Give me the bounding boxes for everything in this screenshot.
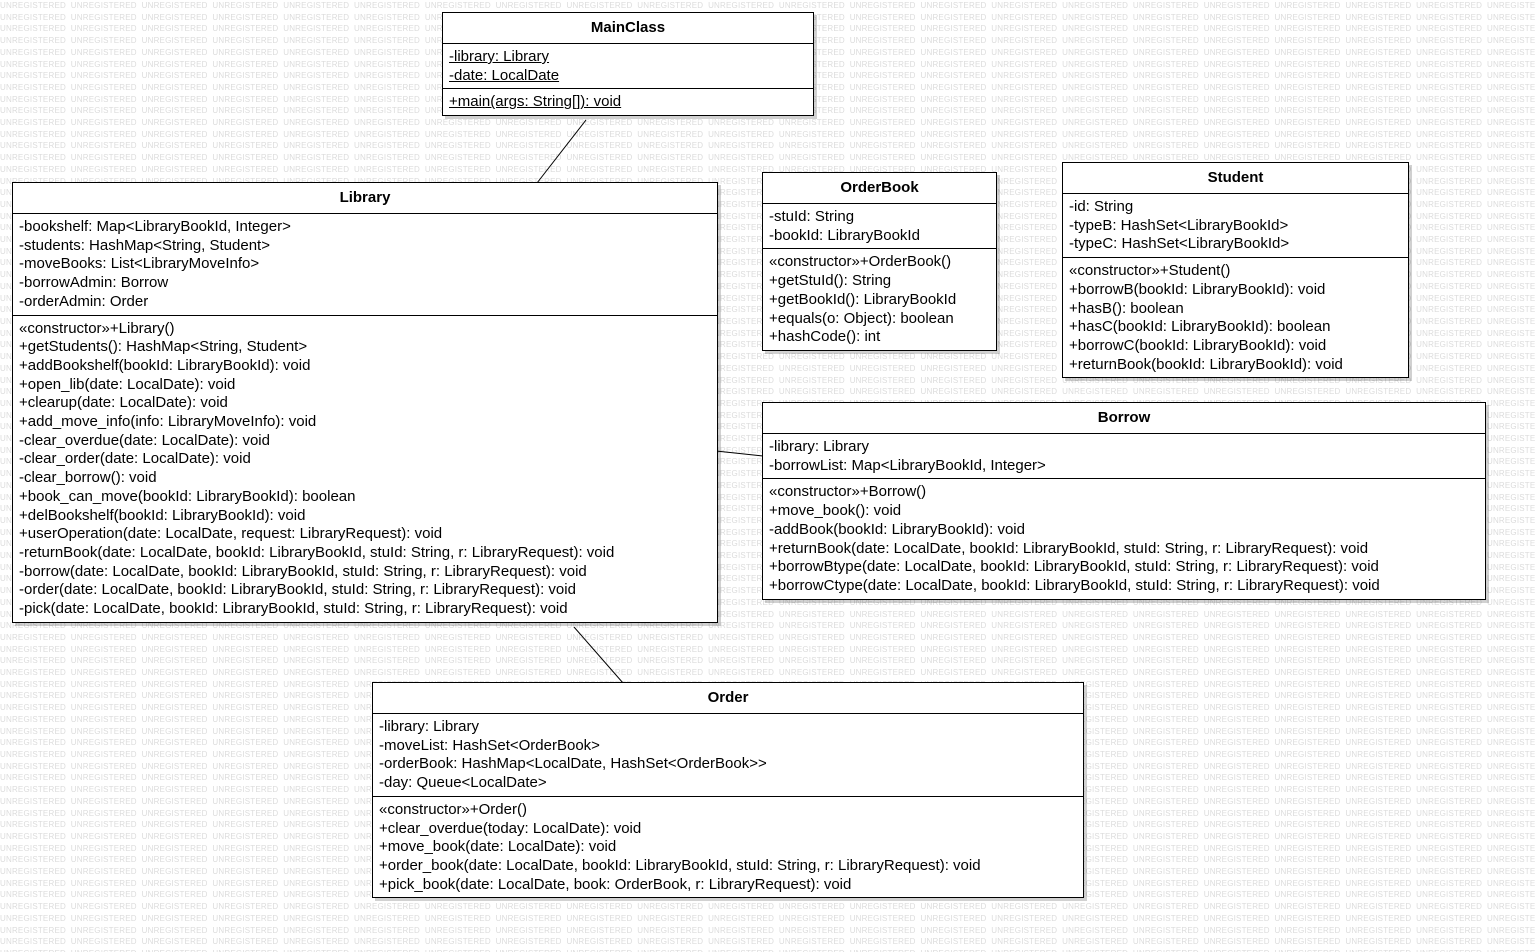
operation: +returnBook(date: LocalDate, bookId: Lib… [769,539,1369,557]
attribute: -moveList: HashSet<OrderBook> [379,736,600,754]
operation: +hasC(bookId: LibraryBookId): boolean [1069,318,1331,336]
operation: +addBookshelf(bookId: LibraryBookId): vo… [19,356,311,374]
attribute: -library: Library [769,438,870,455]
attribute: -borrowList: Map<LibraryBookId, Integer> [769,456,1046,474]
operations-compartment: «constructor»+Borrow() +move_book(): voi… [763,479,1485,598]
class-orderbook[interactable]: OrderBook -stuId: String -bookId: Librar… [762,172,997,351]
attribute: -moveBooks: List<LibraryMoveInfo> [19,255,260,273]
operation: «constructor»+Student() [1069,262,1231,280]
attributes-compartment: -library: Library -date: LocalDate [443,44,813,90]
operation: +book_can_move(bookId: LibraryBookId): b… [19,487,356,505]
association-library-order [573,626,624,684]
attribute: -typeC: HashSet<LibraryBookId> [1069,235,1290,253]
attribute: -bookshelf: Map<LibraryBookId, Integer> [19,218,291,235]
attribute: -library: Library [379,718,480,735]
operation: +borrowB(bookId: LibraryBookId): void [1069,280,1326,298]
operation: «constructor»+Order() [379,800,527,818]
attribute: -orderAdmin: Order [19,292,149,310]
class-name: Borrow [763,403,1485,434]
operation: -clear_overdue(date: LocalDate): void [19,431,270,449]
attribute: -students: HashMap<String, Student> [19,236,270,254]
operation: +hasB(): boolean [1069,299,1184,317]
operation: +open_lib(date: LocalDate): void [19,375,236,393]
operation: +add_move_info(info: LibraryMoveInfo): v… [19,413,317,431]
operation: +getStuId(): String [769,272,892,290]
class-mainclass[interactable]: MainClass -library: Library -date: Local… [442,12,814,117]
operation: +order_book(date: LocalDate, bookId: Lib… [379,856,981,874]
operation: +returnBook(bookId: LibraryBookId): void [1069,355,1343,373]
operations-compartment: +main(args: String[]): void [443,89,813,115]
class-name: MainClass [443,13,813,44]
operations-compartment: «constructor»+Order() +clear_overdue(tod… [373,797,1083,898]
operation: -returnBook(date: LocalDate, bookId: Lib… [19,543,615,561]
operations-compartment: «constructor»+Student() +borrowB(bookId:… [1063,258,1408,377]
operation: «constructor»+OrderBook() [769,253,952,271]
operation: -borrow(date: LocalDate, bookId: Library… [19,562,587,580]
attribute: -stuId: String [769,208,855,225]
attribute: -typeB: HashSet<LibraryBookId> [1069,216,1289,234]
operation: +delBookshelf(bookId: LibraryBookId): vo… [19,506,306,524]
operation: «constructor»+Library() [19,319,175,337]
attributes-compartment: -bookshelf: Map<LibraryBookId, Integer> … [13,214,717,316]
operation: +move_book(): void [769,502,902,520]
operations-compartment: «constructor»+Library() +getStudents(): … [13,316,717,622]
operation: +getBookId(): LibraryBookId [769,290,957,308]
class-name: Student [1063,163,1408,194]
operation: +borrowCtype(date: LocalDate, bookId: Li… [769,576,1380,594]
operation: +move_book(date: LocalDate): void [379,838,617,856]
operation: +pick_book(date: LocalDate, book: OrderB… [379,875,852,893]
operation: +hashCode(): int [769,328,881,346]
operation: -clear_order(date: LocalDate): void [19,450,251,468]
operation: +borrowBtype(date: LocalDate, bookId: Li… [769,558,1379,576]
attributes-compartment: -stuId: String -bookId: LibraryBookId [763,204,996,250]
class-name: OrderBook [763,173,996,204]
association-mainclass-library [536,119,587,184]
attribute: -borrowAdmin: Borrow [19,274,169,292]
attribute: -date: LocalDate [449,66,560,84]
association-library-borrow [715,450,764,457]
class-name: Order [373,683,1083,714]
class-order[interactable]: Order -library: Library -moveList: HashS… [372,682,1084,899]
attribute: -orderBook: HashMap<LocalDate, HashSet<O… [379,755,767,773]
class-student[interactable]: Student -id: String -typeB: HashSet<Libr… [1062,162,1409,379]
attributes-compartment: -library: Library -moveList: HashSet<Ord… [373,714,1083,797]
operation: -clear_borrow(): void [19,469,157,487]
operation: +equals(o: Object): boolean [769,309,954,327]
operation: +getStudents(): HashMap<String, Student> [19,338,308,356]
operation: +clearup(date: LocalDate): void [19,394,228,412]
operation: +main(args: String[]): void [449,93,622,111]
operation: +borrowC(bookId: LibraryBookId): void [1069,336,1327,354]
attribute: -id: String [1069,198,1134,215]
class-name: Library [13,183,717,214]
attribute: -bookId: LibraryBookId [769,226,920,244]
operation: -pick(date: LocalDate, bookId: LibraryBo… [19,600,568,618]
operation: +userOperation(date: LocalDate, request:… [19,525,443,543]
class-library[interactable]: Library -bookshelf: Map<LibraryBookId, I… [12,182,718,623]
operation: -addBook(bookId: LibraryBookId): void [769,520,1025,538]
operation: «constructor»+Borrow() [769,483,927,501]
attribute: -day: Queue<LocalDate> [379,774,547,792]
operation: +clear_overdue(today: LocalDate): void [379,819,642,837]
attributes-compartment: -id: String -typeB: HashSet<LibraryBookI… [1063,194,1408,259]
operation: -order(date: LocalDate, bookId: LibraryB… [19,581,576,599]
operations-compartment: «constructor»+OrderBook() +getStuId(): S… [763,249,996,350]
attribute: -library: Library [449,48,550,65]
attributes-compartment: -library: Library -borrowList: Map<Libra… [763,434,1485,480]
class-borrow[interactable]: Borrow -library: Library -borrowList: Ma… [762,402,1486,600]
